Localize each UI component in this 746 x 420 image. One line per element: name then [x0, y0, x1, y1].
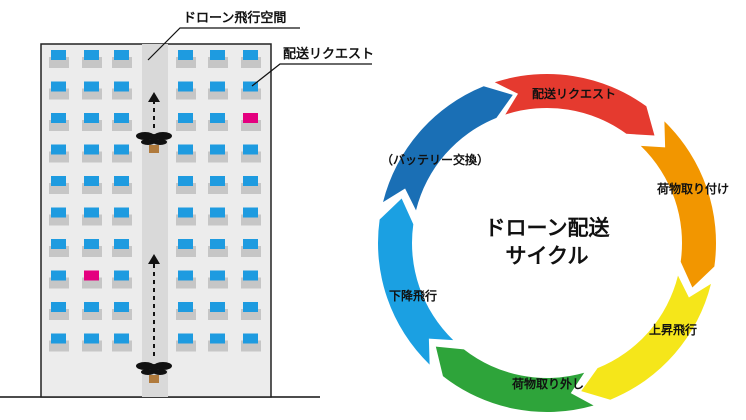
- window: [208, 50, 228, 68]
- flight-space-label: ドローン飛行空間: [183, 10, 286, 26]
- delivery-cycle: [377, 73, 716, 413]
- highlighted-window: [82, 270, 102, 289]
- window: [82, 239, 102, 257]
- window: [49, 333, 69, 352]
- flight-arrow-upper: [148, 92, 160, 128]
- delivery-request-leader: [251, 63, 372, 87]
- cycle-arrow-descend: [377, 198, 454, 365]
- step-label-detach-package: 荷物取り外し: [511, 376, 584, 391]
- window: [176, 302, 196, 320]
- window: [176, 207, 196, 226]
- window: [112, 81, 132, 100]
- window: [49, 270, 69, 289]
- window: [82, 176, 102, 194]
- window: [176, 176, 196, 194]
- step-label-descend: 下降飛行: [389, 288, 437, 303]
- cycle-title-line1: ドローン配送: [485, 216, 611, 240]
- window: [82, 81, 102, 100]
- window: [208, 176, 228, 194]
- window: [49, 176, 69, 194]
- window: [208, 270, 228, 289]
- window: [112, 207, 132, 226]
- delivery-request-label: 配送リクエスト: [283, 46, 374, 62]
- window: [241, 270, 261, 289]
- cycle-arrow-battery-swap: [383, 86, 513, 211]
- window: [241, 176, 261, 194]
- step-label-attach-package: 荷物取り付け: [656, 181, 729, 196]
- cycle-arrow-detach-package: [435, 346, 594, 413]
- window: [49, 113, 69, 131]
- window: [82, 207, 102, 226]
- window: [82, 333, 102, 352]
- window: [112, 113, 132, 131]
- window: [208, 207, 228, 226]
- window: [176, 333, 196, 352]
- window: [49, 81, 69, 100]
- window: [49, 302, 69, 320]
- window: [82, 50, 102, 68]
- window: [241, 207, 261, 226]
- window: [49, 50, 69, 68]
- window: [208, 113, 228, 131]
- window: [176, 270, 196, 289]
- window: [112, 239, 132, 257]
- cycle-arrow-ascend: [581, 275, 711, 400]
- window: [49, 239, 69, 257]
- window: [112, 176, 132, 194]
- window: [241, 333, 261, 352]
- window: [241, 302, 261, 320]
- window: [208, 239, 228, 257]
- window: [82, 113, 102, 131]
- drone-icon: [136, 132, 172, 153]
- window: [208, 144, 228, 163]
- window: [176, 144, 196, 163]
- window: [208, 302, 228, 320]
- window: [112, 270, 132, 289]
- window: [82, 302, 102, 320]
- window: [241, 81, 261, 100]
- window: [112, 144, 132, 163]
- window: [241, 239, 261, 257]
- cycle-arrow-attach-package: [640, 121, 716, 288]
- window: [49, 144, 69, 163]
- window: [176, 81, 196, 100]
- step-label-delivery-request: 配送リクエスト: [532, 86, 616, 101]
- step-label-ascend: 上昇飛行: [649, 322, 697, 337]
- step-label-battery-swap: （バッテリー交換）: [381, 152, 489, 167]
- window: [176, 239, 196, 257]
- window: [112, 333, 132, 352]
- window: [112, 50, 132, 68]
- cycle-arrow-delivery-request: [494, 73, 655, 136]
- flight-space-leader: [147, 27, 300, 61]
- window: [241, 144, 261, 163]
- window: [176, 50, 196, 68]
- drone-icon: [136, 362, 172, 383]
- window: [176, 113, 196, 131]
- cycle-title-line2: サイクル: [506, 244, 589, 268]
- flight-arrow-lower: [148, 254, 160, 356]
- window: [112, 302, 132, 320]
- window: [49, 207, 69, 226]
- window: [241, 50, 261, 68]
- window: [208, 333, 228, 352]
- highlighted-window: [241, 113, 261, 131]
- window: [208, 81, 228, 100]
- window: [82, 144, 102, 163]
- window-grid: [49, 50, 261, 352]
